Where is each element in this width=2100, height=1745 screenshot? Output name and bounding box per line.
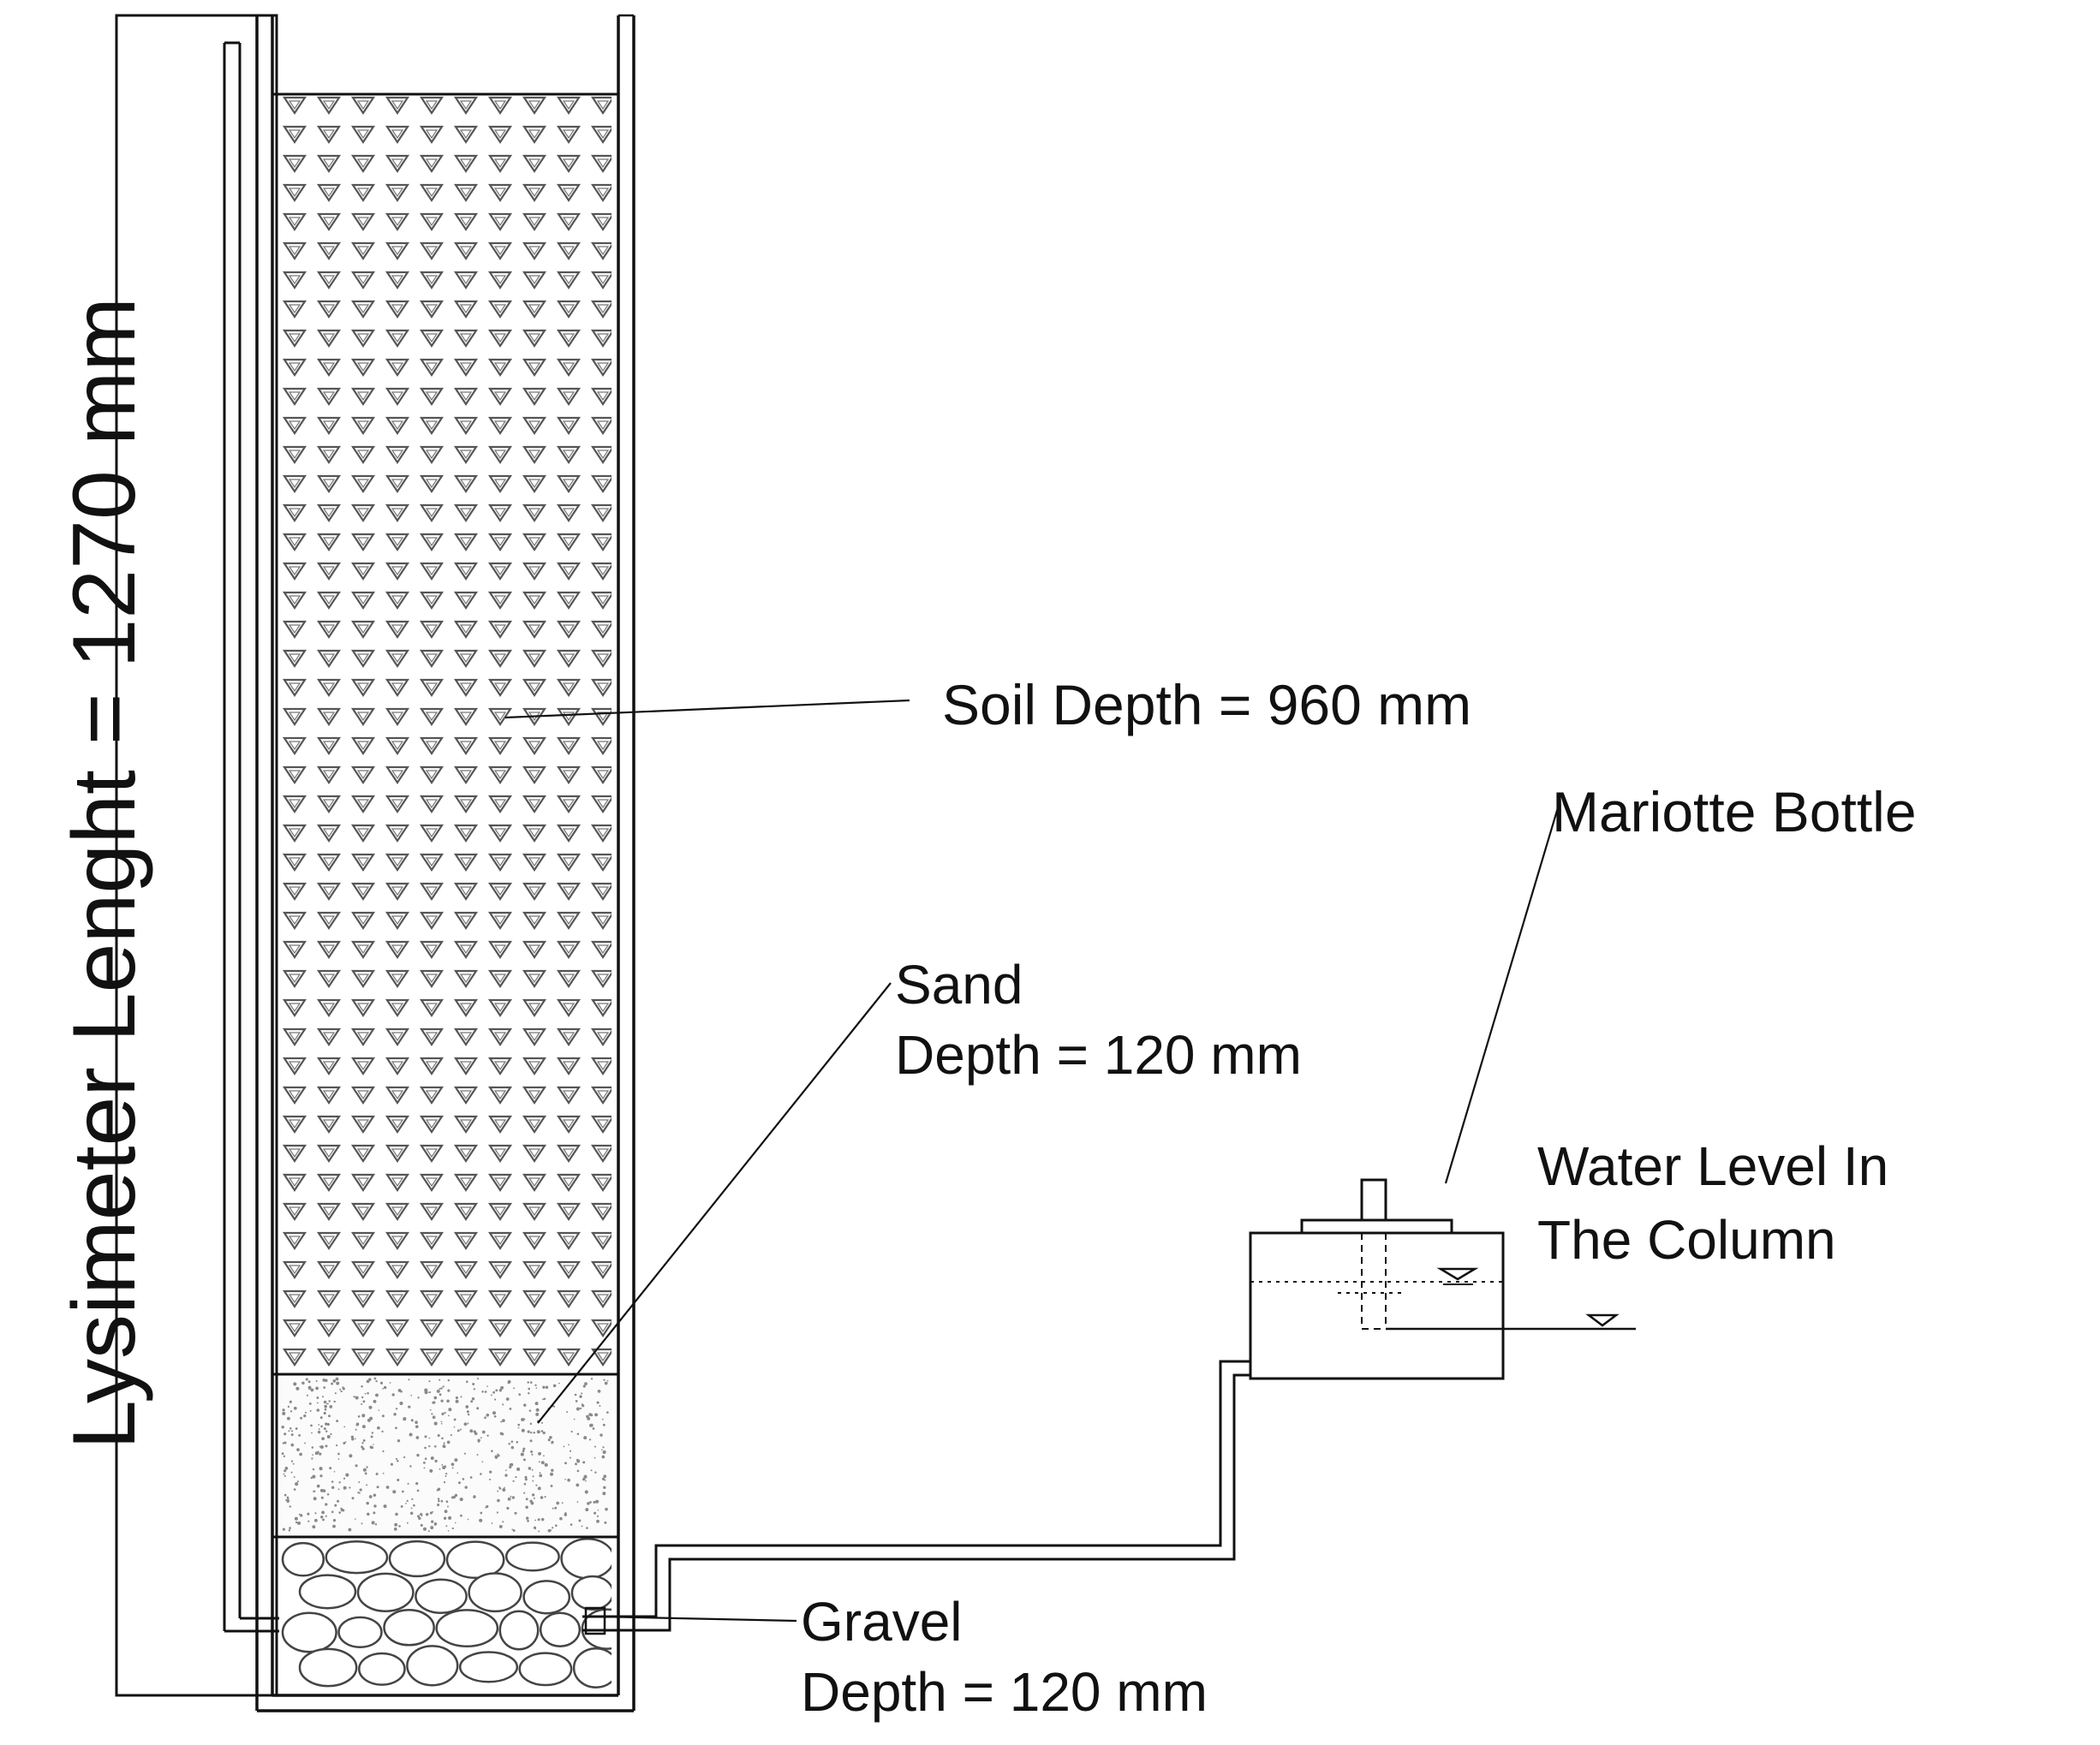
layer-boundaries <box>272 92 618 1539</box>
gravel-depth-label: Gravel Depth = 120 mm <box>801 1594 1208 1719</box>
lysimeter-column <box>255 14 635 1712</box>
sand-title: Sand <box>895 954 1023 1015</box>
gravel-title: Gravel <box>801 1591 963 1653</box>
piezometer-tube <box>223 41 279 1633</box>
water-level-label: Water Level In The Column <box>1537 1139 1888 1267</box>
gravel-layer <box>279 1537 612 1695</box>
water-level-marker <box>1386 1313 1636 1331</box>
sand-depth-label: Sand Depth = 120 mm <box>895 957 1302 1082</box>
outlet-pipe <box>582 1360 1250 1635</box>
soil-depth-label: Soil Depth = 960 mm <box>942 673 1472 736</box>
water-level-line2: The Column <box>1537 1209 1836 1271</box>
mariotte-bottle <box>1249 1178 1505 1380</box>
water-level-line1: Water Level In <box>1537 1135 1889 1197</box>
leader-lines <box>504 699 1560 1623</box>
sand-depth-value: Depth = 120 mm <box>895 1024 1302 1086</box>
mariotte-bottle-label: Mariotte Bottle <box>1552 780 1917 843</box>
gravel-depth-value: Depth = 120 mm <box>801 1661 1208 1723</box>
soil-layer <box>279 94 612 1374</box>
lysimeter-length-label: Lysimeter Lenght = 1270 mm <box>55 297 154 1450</box>
sand-layer <box>279 1374 612 1537</box>
support-board <box>115 14 278 1697</box>
